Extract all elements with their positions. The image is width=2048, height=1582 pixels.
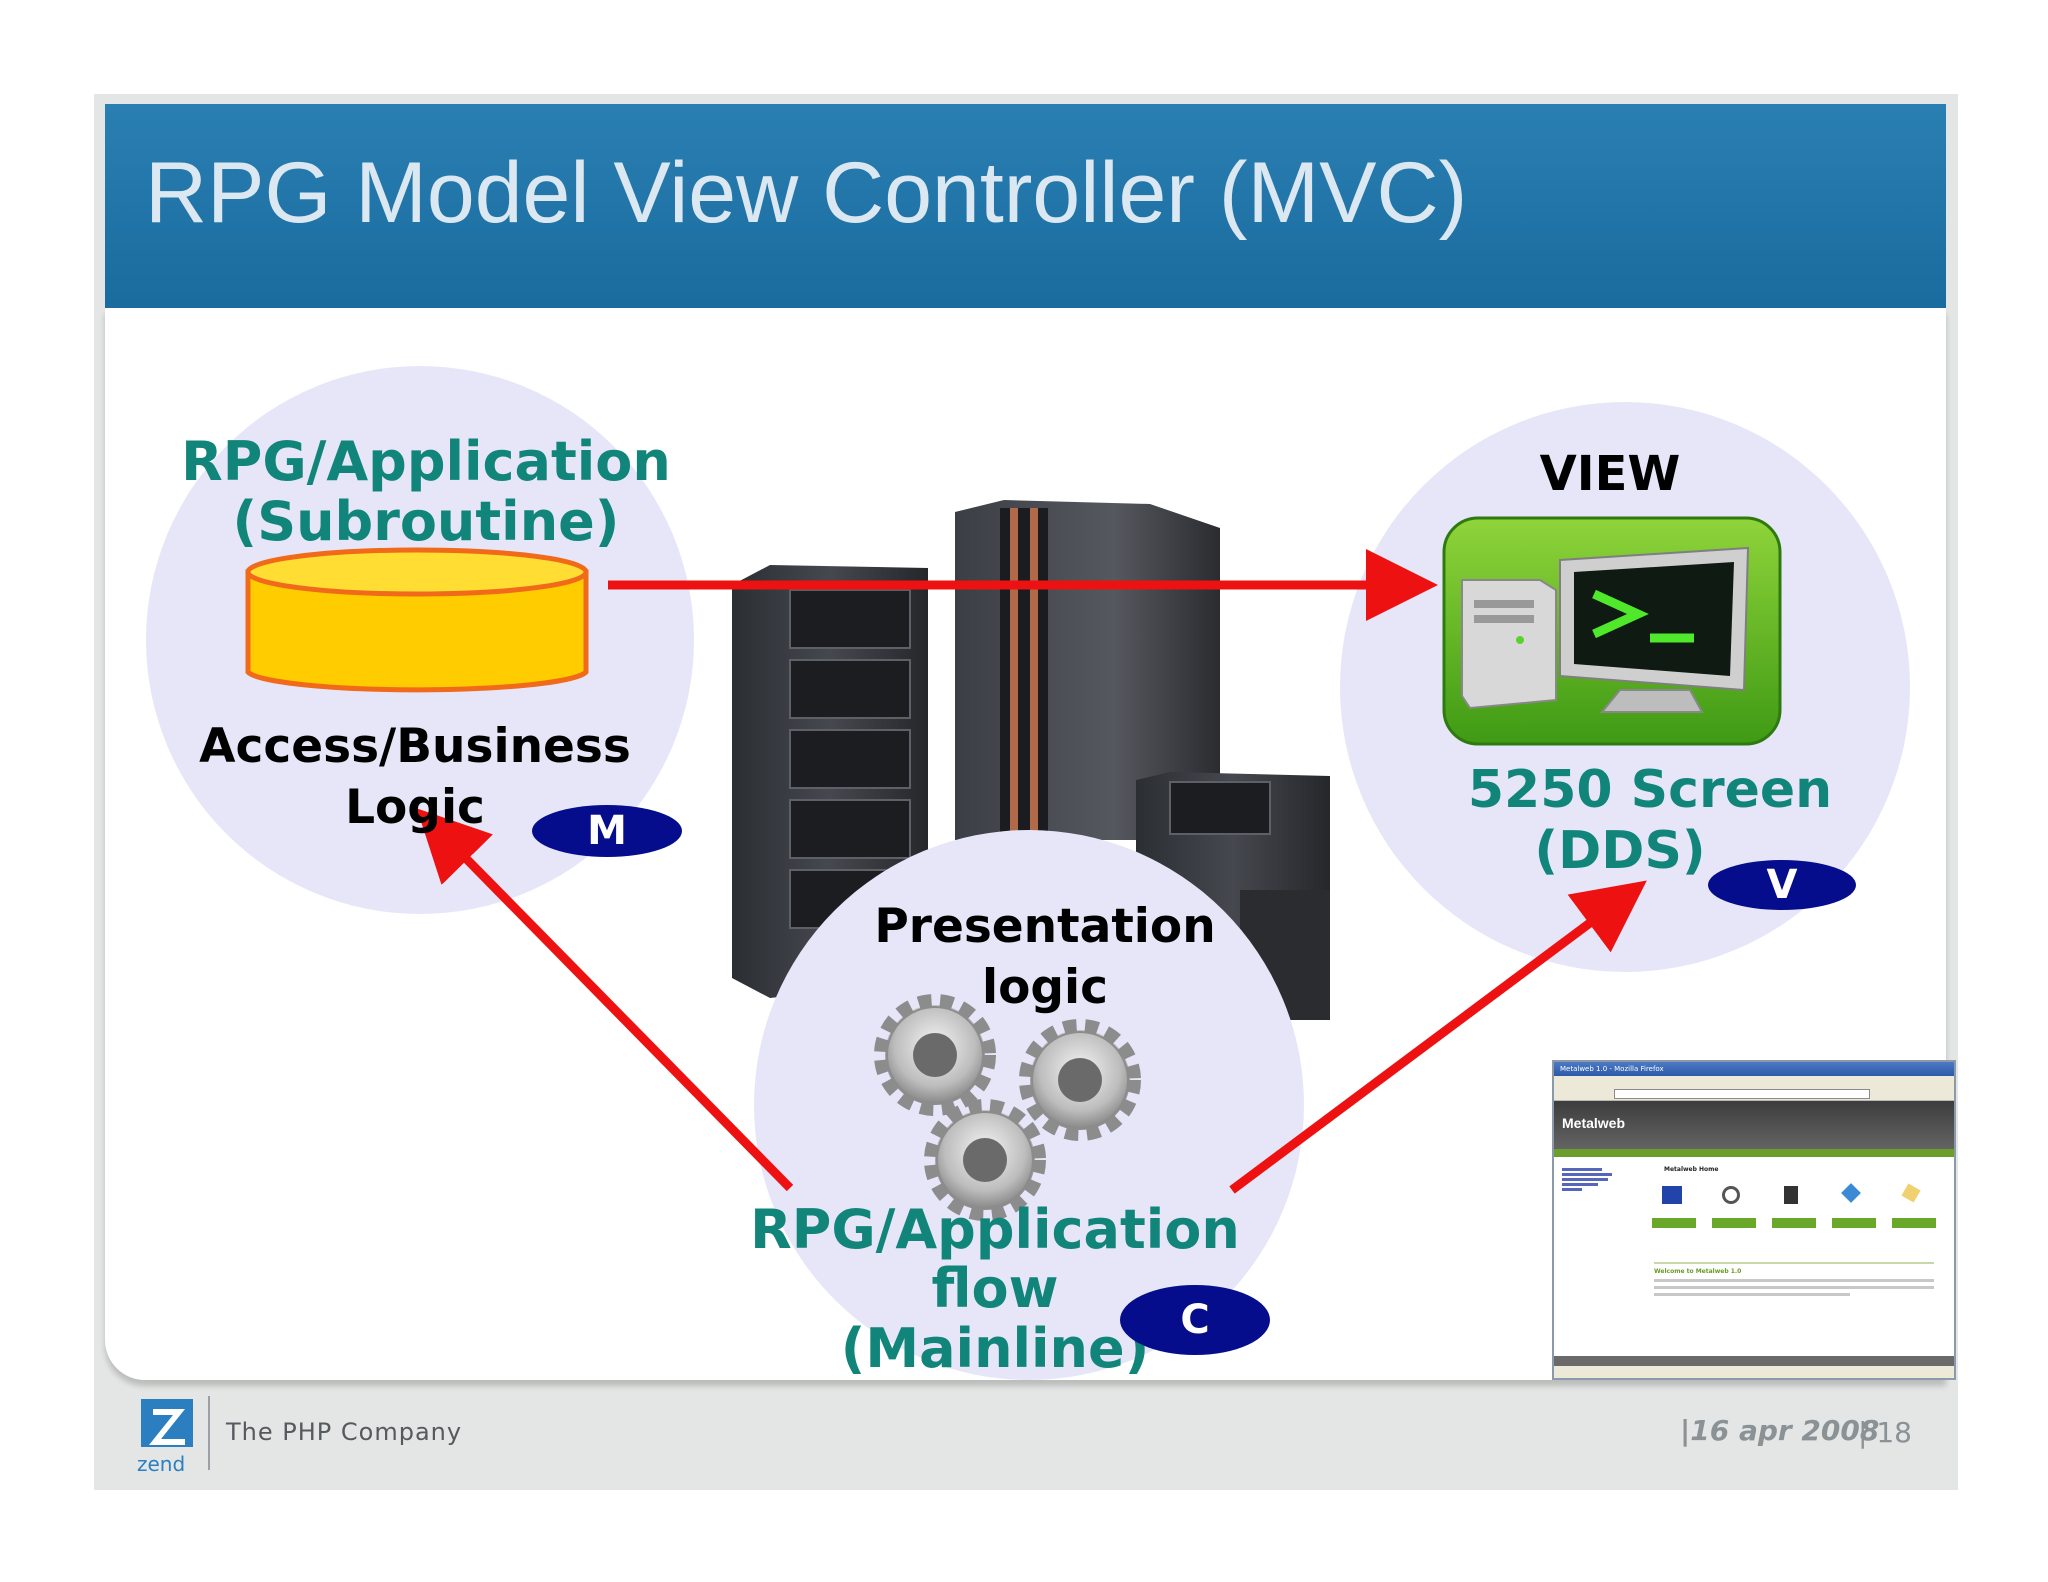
controller-heading-line2: logic (981, 960, 1108, 1016)
browser-screenshot-thumbnail: Metalweb 1.0 - Mozilla Firefox Metalweb … (1552, 1060, 1956, 1380)
view-caption-line1: 5250 Screen (1467, 760, 1833, 820)
metalweb-welcome-box: Welcome to Metalweb 1.0 (1654, 1262, 1934, 1322)
browser-toolbar (1554, 1086, 1954, 1101)
header-bar (105, 104, 1946, 308)
model-caption-line2: Logic (345, 780, 485, 836)
controller-heading: Presentation logic (840, 896, 1250, 1018)
controller-to-model-arrow (416, 808, 794, 1192)
model-badge: M (532, 805, 682, 857)
controller-to-view-arrow (1229, 880, 1647, 1194)
metalweb-site-name: Metalweb (1562, 1115, 1626, 1131)
metalweb-welcome-title: Welcome to Metalweb 1.0 (1654, 1268, 1742, 1275)
zend-logo-icon: zend (137, 1399, 193, 1475)
view-heading: VIEW (1539, 446, 1681, 502)
browser-title-bar: Metalweb 1.0 - Mozilla Firefox (1554, 1062, 1954, 1076)
browser-status-bar (1554, 1366, 1954, 1378)
model-caption-line1: Access/Business (199, 719, 631, 774)
metalweb-button-1 (1652, 1218, 1696, 1228)
model-heading: RPG/Application (Subroutine) (176, 430, 676, 554)
footer-page-number: | 18 (1858, 1416, 1912, 1449)
magnifier-icon (1722, 1186, 1740, 1204)
view-badge: V (1708, 860, 1856, 910)
metalweb-button-5 (1892, 1218, 1936, 1228)
slide-title: RPG Model View Controller (MVC) (145, 145, 1468, 241)
view-caption: 5250 Screen (DDS) (1420, 760, 1880, 883)
browser-menu-bar (1554, 1076, 1954, 1086)
cube-icon (1841, 1183, 1861, 1203)
svg-text:zend: zend (137, 1452, 185, 1475)
computer-icon (1662, 1186, 1682, 1204)
metalweb-sidebar-links (1562, 1166, 1642, 1193)
footer-date: |16 apr 2008 (1680, 1414, 1880, 1447)
document-icon (1901, 1183, 1921, 1203)
metalweb-button-3 (1772, 1218, 1816, 1228)
controller-caption: RPG/Application flow (Mainline) (750, 1198, 1240, 1380)
model-caption: Access/Business Logic (170, 716, 660, 838)
footer-divider (208, 1396, 210, 1470)
controller-caption-line3: (Mainline) (840, 1316, 1150, 1380)
footer-company: The PHP Company (226, 1418, 463, 1446)
metalweb-footer-bar (1554, 1356, 1954, 1366)
model-heading-line2: (Subroutine) (232, 490, 620, 554)
metalweb-home-heading: Metalweb Home (1664, 1166, 1719, 1173)
metalweb-banner: Metalweb (1554, 1101, 1954, 1157)
browser-url-field (1614, 1089, 1870, 1099)
model-heading-line1: RPG/Application (181, 430, 671, 493)
controller-caption-line2: flow (931, 1257, 1059, 1321)
lock-icon (1784, 1186, 1798, 1204)
controller-badge: C (1120, 1285, 1270, 1355)
controller-caption-line1: RPG/Application (750, 1198, 1240, 1261)
controller-heading-line1: Presentation (874, 899, 1216, 954)
view-caption-line2: (DDS) (1534, 821, 1706, 882)
metalweb-nav-bar (1554, 1149, 1954, 1157)
metalweb-button-2 (1712, 1218, 1756, 1228)
metalweb-button-4 (1832, 1218, 1876, 1228)
